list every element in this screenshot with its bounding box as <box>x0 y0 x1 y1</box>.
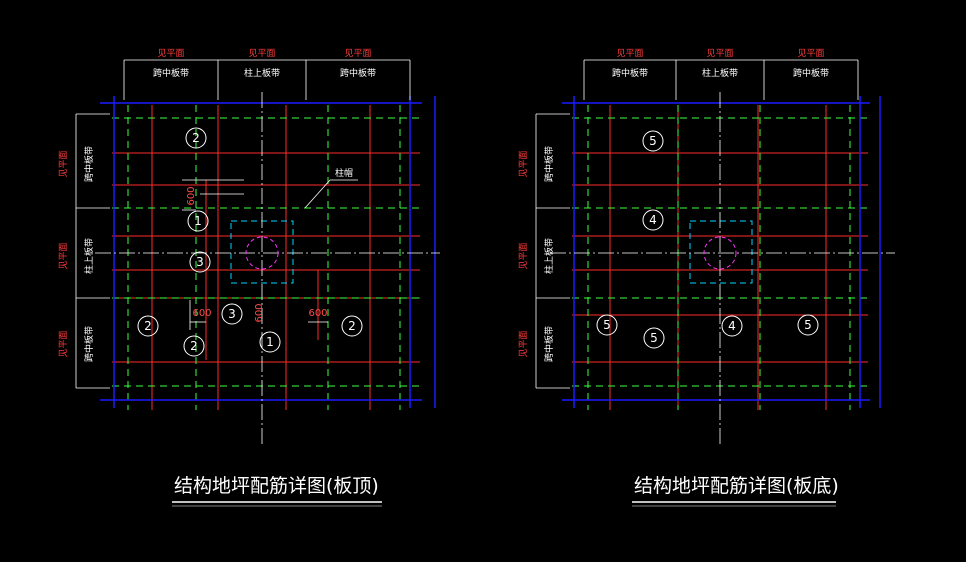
marker-circle: 1 <box>187 210 209 232</box>
rebar-grid <box>112 105 420 410</box>
top-header-ref-1: 见平面 <box>157 48 184 59</box>
side-header-ref-3: 见平面 <box>518 330 529 357</box>
side-header-name-3: 跨中板带 <box>83 326 95 362</box>
side-header-ref-1: 见平面 <box>518 150 529 177</box>
side-header-name-1: 跨中板带 <box>543 146 555 182</box>
rebar-markers: 2 1 3 3 2 2 2 1 <box>137 127 363 357</box>
dimension-lines <box>182 179 358 330</box>
top-headers: 见平面 跨中板带 见平面 柱上板带 见平面 跨中板带 <box>123 48 411 100</box>
top-header-name-3: 跨中板带 <box>340 67 376 79</box>
top-header-ref-3: 见平面 <box>797 48 824 59</box>
dimension-600-4: 600 <box>308 308 327 319</box>
drawing-slab-bottom: 见平面 跨中板带 见平面 柱上板带 见平面 跨中板带 见平面 跨中板带 见平面 … <box>518 48 895 507</box>
marker-circle: 2 <box>341 315 363 337</box>
svg-text:5: 5 <box>650 331 658 345</box>
dimension-600-1: 600 <box>186 186 197 205</box>
slab-border <box>100 96 436 408</box>
top-header-name-2: 柱上板带 <box>244 67 280 79</box>
side-header-name-1: 跨中板带 <box>83 146 95 182</box>
top-header-name-3: 跨中板带 <box>793 67 829 79</box>
side-header-ref-2: 见平面 <box>58 242 69 269</box>
marker-circle: 5 <box>797 314 819 336</box>
marker-circle: 2 <box>185 127 207 149</box>
svg-text:4: 4 <box>728 319 736 333</box>
top-headers: 见平面 跨中板带 见平面 柱上板带 见平面 跨中板带 <box>583 48 859 100</box>
top-header-name-1: 跨中板带 <box>612 67 648 79</box>
drawing-title-left: 结构地坪配筋详图(板顶) <box>174 475 379 497</box>
svg-text:4: 4 <box>649 213 657 227</box>
svg-text:2: 2 <box>348 319 356 333</box>
side-header-name-2: 柱上板带 <box>543 238 555 274</box>
marker-circle: 5 <box>643 327 665 349</box>
top-header-ref-2: 见平面 <box>248 48 275 59</box>
drawing-slab-top: 见平面 跨中板带 见平面 柱上板带 见平面 跨中板带 见平面 跨中板带 见平面 … <box>58 48 440 507</box>
top-header-ref-1: 见平面 <box>616 48 643 59</box>
column-cap-circle <box>703 236 737 270</box>
marker-circle: 3 <box>189 251 211 273</box>
svg-text:2: 2 <box>192 131 200 145</box>
svg-text:2: 2 <box>190 339 198 353</box>
svg-text:3: 3 <box>196 255 204 269</box>
top-header-ref-3: 见平面 <box>344 48 371 59</box>
column-cap-label: 柱帽 <box>335 167 353 179</box>
svg-text:5: 5 <box>804 318 812 332</box>
dimension-600-2: 600 <box>192 308 211 319</box>
marker-circle: 4 <box>642 209 664 231</box>
svg-text:5: 5 <box>649 134 657 148</box>
marker-circle: 3 <box>221 303 243 325</box>
side-header-name-2: 柱上板带 <box>83 238 95 274</box>
column-cap-circle <box>245 236 279 270</box>
side-header-ref-3: 见平面 <box>58 330 69 357</box>
svg-text:1: 1 <box>194 214 202 228</box>
side-headers: 见平面 跨中板带 见平面 柱上板带 见平面 跨中板带 <box>58 113 110 389</box>
drawing-title-right: 结构地坪配筋详图(板底) <box>634 475 839 497</box>
dimension-600-3: 600 <box>254 303 265 322</box>
top-header-ref-2: 见平面 <box>706 48 733 59</box>
top-header-name-2: 柱上板带 <box>702 67 738 79</box>
strip-boundary-lines <box>112 105 420 410</box>
side-header-ref-1: 见平面 <box>58 150 69 177</box>
rebar-markers: 5 4 5 5 4 5 <box>596 130 819 349</box>
top-header-name-1: 跨中板带 <box>153 67 189 79</box>
marker-circle: 4 <box>721 315 743 337</box>
side-header-ref-2: 见平面 <box>518 242 529 269</box>
marker-circle: 2 <box>183 335 205 357</box>
svg-text:3: 3 <box>228 307 236 321</box>
side-headers: 见平面 跨中板带 见平面 柱上板带 见平面 跨中板带 <box>518 113 570 389</box>
marker-circle: 5 <box>596 314 618 336</box>
svg-text:2: 2 <box>144 319 152 333</box>
side-header-name-3: 跨中板带 <box>543 326 555 362</box>
svg-text:5: 5 <box>603 318 611 332</box>
marker-circle: 5 <box>642 130 664 152</box>
marker-circle: 1 <box>259 331 281 353</box>
svg-text:1: 1 <box>266 335 274 349</box>
center-axis <box>95 92 440 445</box>
column-cap-outline <box>689 220 753 284</box>
marker-circle: 2 <box>137 315 159 337</box>
slab-border <box>562 96 881 408</box>
